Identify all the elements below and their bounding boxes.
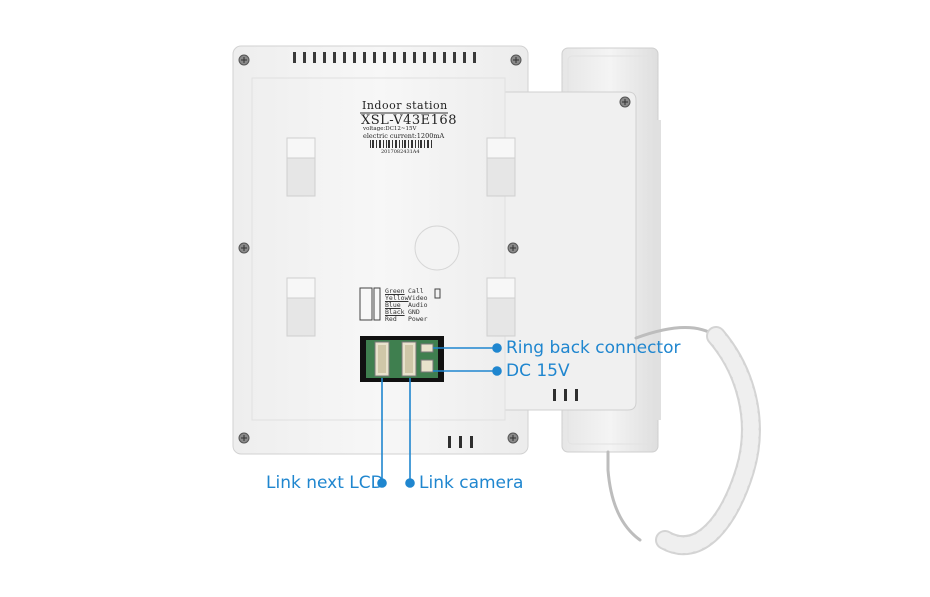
screws [238,54,631,444]
wire-signal-power: Power [408,315,428,323]
coiled-cord [606,326,761,556]
callout-dc-15v: DC 15V [506,361,570,381]
wire-signal-gnd: GND [408,308,420,316]
label-model: XSL-V43E168 [361,113,457,128]
connector-camera [401,341,417,377]
callout-ring-back-connector: Ring back connector [506,338,681,358]
bottom-vent [448,389,578,448]
connector-window [360,336,444,382]
wire-color-green: Green [385,287,405,295]
wire-signal-call: Call [408,287,424,295]
top-vent [293,52,476,63]
connector-dc [420,359,434,373]
mounting-clips [286,137,516,337]
wiring-label [359,287,441,321]
wire-color-yellow: Yellow [385,294,409,302]
wire-color-red: Red [385,315,397,323]
wire-signal-audio: Audio [408,301,428,309]
connector-lcd [374,341,390,377]
label-voltage: voltage:DC12~15V [363,126,417,132]
label-heading: Indoor station [362,99,448,112]
label-serial: 2017082431A4 [381,149,420,155]
connector-ring-back [420,343,434,353]
callout-lines [377,343,502,488]
callout-link-camera: Link camera [419,473,524,493]
product-label [360,112,448,148]
wire-signal-video: Video [408,294,428,302]
callout-link-next-lcd: Link next LCD [266,473,384,493]
wire-color-blue: Blue [385,301,401,309]
label-current: electric current:1200mA [363,132,445,140]
wire-color-black: Black [385,308,405,316]
center-mount-circle [414,225,460,271]
